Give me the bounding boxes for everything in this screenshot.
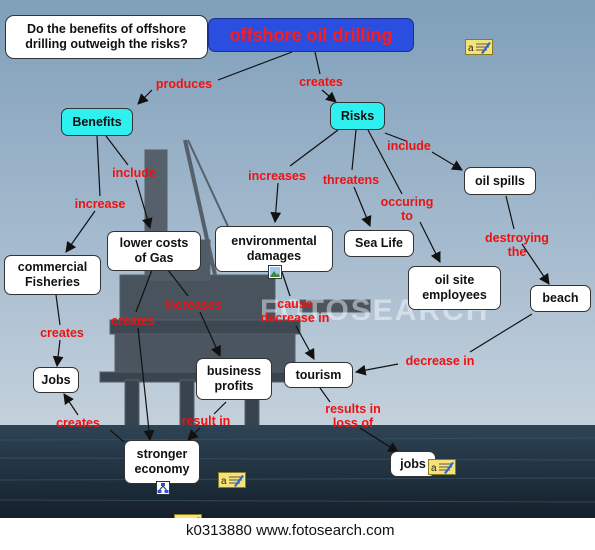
node-oil-spills[interactable]: oil spills: [464, 167, 536, 195]
line-results-jobs: [359, 427, 399, 453]
line-include-oilspills: [431, 151, 463, 171]
line-costs-creates: [135, 269, 153, 313]
link-label-increase: increase: [74, 197, 126, 211]
line-risks-increases: [289, 129, 339, 167]
line-fisheries-creates: [55, 294, 61, 326]
note-pencil-icon[interactable]: a: [465, 39, 493, 55]
line-cause-tourism: [295, 325, 315, 360]
line-benefits-increase: [96, 135, 101, 197]
line-title-produces: [217, 51, 293, 81]
node-risks[interactable]: Risks: [330, 102, 385, 130]
link-label-creates-jobs: creates: [56, 416, 100, 430]
line-beach-decrease: [469, 313, 533, 353]
link-label-creates-fisheries: creates: [40, 326, 84, 340]
svg-text:a: a: [431, 463, 437, 474]
svg-text:a: a: [468, 43, 474, 54]
connector-lines: [52, 51, 550, 453]
footer-credit: k0313880 www.fotosearch.com: [186, 522, 395, 539]
line-title-creates: [314, 51, 321, 75]
line-creates-jobs: [52, 339, 64, 368]
node-commercial-fisheries[interactable]: commercial Fisheries: [4, 255, 101, 295]
line-economy-creates: [109, 429, 125, 443]
concept-map-icon[interactable]: [156, 481, 170, 495]
link-label-occuring-to: occuring to: [380, 195, 434, 223]
link-label-destroying-the: destroying the: [485, 231, 549, 259]
sea: [0, 425, 595, 518]
note-pencil-icon[interactable]: a: [428, 459, 456, 475]
line-include-lowercosts: [135, 179, 153, 230]
node-business-profits[interactable]: business profits: [196, 358, 272, 400]
link-label-result-in: result in: [181, 414, 231, 428]
link-label-increases-risks: increases: [248, 169, 306, 183]
node-oil-site-employees[interactable]: oil site employees: [408, 266, 501, 310]
node-environmental-damages[interactable]: environmental damages: [215, 226, 333, 272]
link-label-produces: produces: [155, 77, 213, 91]
node-benefits[interactable]: Benefits: [61, 108, 133, 136]
footer-strip: [0, 518, 595, 550]
link-label-creates-economy: creates: [111, 314, 155, 328]
link-label-decrease-in: decrease in: [405, 354, 475, 368]
link-label-increases-costs: increases: [164, 298, 222, 312]
line-risks-include: [384, 132, 407, 142]
link-label-include-risks: include: [387, 139, 431, 153]
line-occuring-employees: [419, 221, 441, 263]
line-creates-economy: [137, 327, 155, 442]
line-creates-risks: [321, 89, 337, 103]
node-jobs-left[interactable]: Jobs: [33, 367, 79, 393]
line-costs-increases: [167, 269, 189, 297]
line-decrease-tourism: [354, 363, 399, 376]
line-benefits-include: [105, 135, 129, 166]
line-destroying-beach: [521, 243, 550, 285]
line-creates-jobsleft: [63, 393, 79, 416]
note-pencil-icon[interactable]: a: [218, 472, 246, 488]
svg-text:a: a: [221, 476, 227, 487]
link-label-cause-decrease-in: cause decrease in: [260, 297, 330, 325]
link-label-creates-top: creates: [299, 75, 343, 89]
line-increases-env: [270, 182, 282, 224]
link-label-threatens: threatens: [322, 173, 380, 187]
line-increase-fisheries: [65, 210, 96, 253]
line-tourism-results: [319, 387, 331, 403]
line-increases-profits: [199, 311, 221, 357]
line-risks-occuring: [367, 129, 403, 195]
node-question[interactable]: Do the benefits of offshore drilling out…: [5, 15, 208, 59]
sea-waves: [0, 437, 595, 503]
node-offshore-oil-drilling[interactable]: offshore oil drilling: [208, 18, 414, 52]
line-oilspills-destroying: [505, 195, 515, 230]
line-profits-result: [213, 401, 227, 415]
sky: [0, 0, 595, 425]
node-sea-life[interactable]: Sea Life: [344, 230, 414, 257]
line-result-economy: [187, 427, 201, 441]
line-threatens-sealife: [353, 186, 372, 227]
node-lower-costs-of-gas[interactable]: lower costs of Gas: [107, 231, 201, 271]
node-beach[interactable]: beach: [530, 285, 591, 312]
line-risks-threatens: [351, 129, 357, 171]
node-tourism[interactable]: tourism: [284, 362, 353, 388]
image-icon[interactable]: [268, 265, 282, 279]
line-env-cause: [281, 271, 291, 297]
node-stronger-economy[interactable]: stronger economy: [124, 440, 200, 484]
link-label-results-in-loss-of: results in loss of: [325, 402, 381, 430]
link-label-include-benefits: include: [112, 166, 156, 180]
line-produces-benefits: [137, 89, 153, 105]
